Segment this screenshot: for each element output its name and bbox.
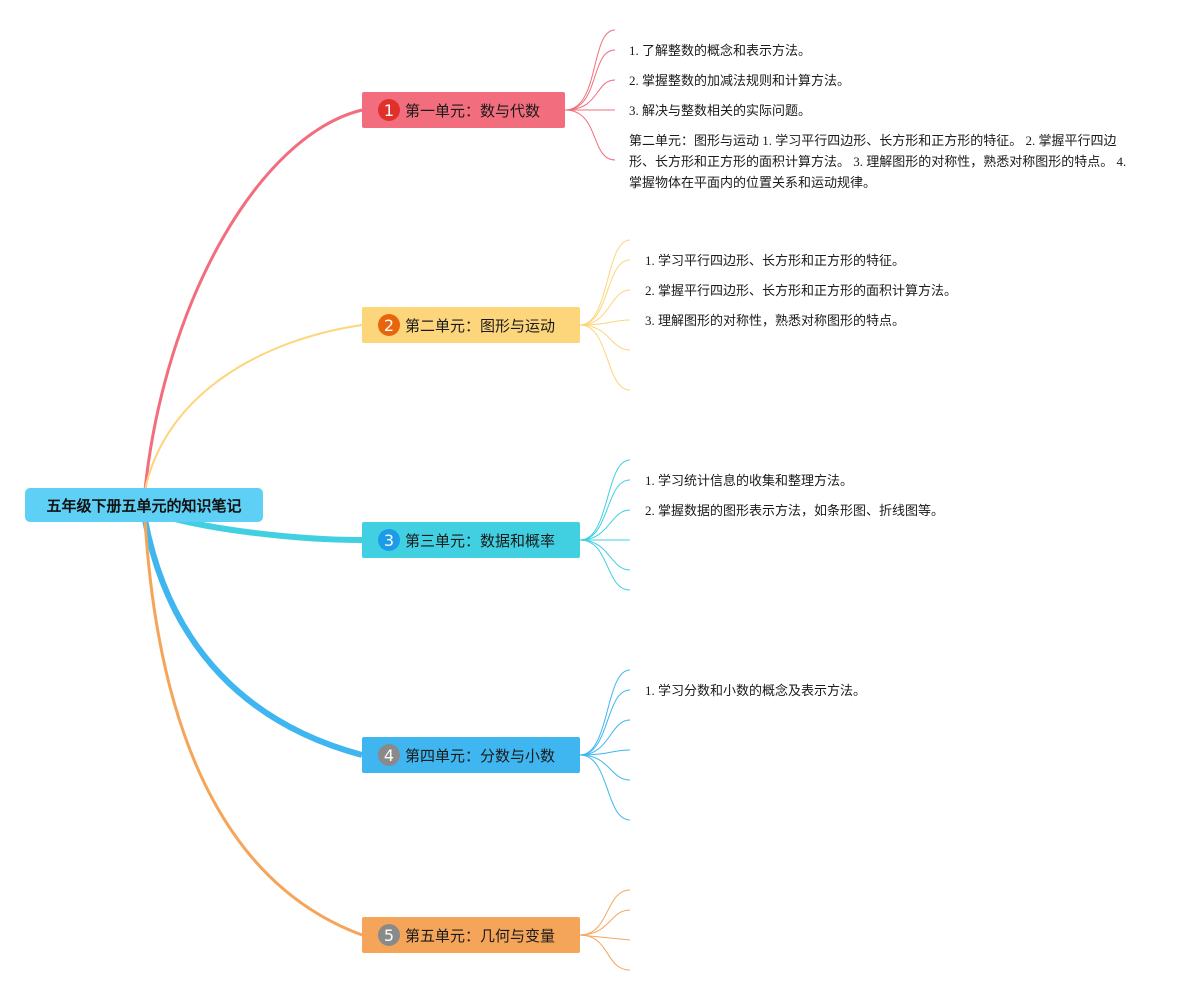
leaf-unit-1-item-3[interactable]: 3. 解决与整数相关的实际问题。 <box>629 103 812 118</box>
leaf-connectors-3 <box>579 459 631 591</box>
branch-unit-1[interactable]: 1 第一单元：数与代数 <box>362 92 565 128</box>
branch-unit-2[interactable]: 2 第二单元：图形与运动 <box>362 307 580 343</box>
root-topic-label: 五年级下册五单元的知识笔记 <box>46 496 242 515</box>
root-topic[interactable]: 五年级下册五单元的知识笔记 <box>25 488 263 522</box>
leaf-connectors-1 <box>564 29 616 161</box>
connector-branch-4 <box>142 519 363 758</box>
branch-unit-2-label: 第二单元：图形与运动 <box>405 316 556 335</box>
leaf-connectors-2 <box>579 239 631 391</box>
branch-unit-3-label: 第三单元：数据和概率 <box>405 531 556 550</box>
branch-unit-1-label: 第一单元：数与代数 <box>405 101 541 120</box>
connector-branch-2 <box>144 324 363 491</box>
priority-4-icon: 4 <box>378 744 400 766</box>
leaf-connectors-5 <box>579 889 631 971</box>
leaf-unit-2-item-1[interactable]: 1. 学习平行四边形、长方形和正方形的特征。 <box>645 253 906 268</box>
priority-3-icon: 3 <box>378 529 400 551</box>
leaf-unit-1-item-1[interactable]: 1. 了解整数的概念和表示方法。 <box>629 43 812 58</box>
priority-1-icon: 1 <box>378 99 400 121</box>
leaf-unit-2-item-3[interactable]: 3. 理解图形的对称性，熟悉对称图形的特点。 <box>645 313 906 328</box>
branch-unit-4[interactable]: 4 第四单元：分数与小数 <box>362 737 580 773</box>
connector-branch-5 <box>143 519 363 937</box>
leaf-unit-1-item-4[interactable]: 第二单元：图形与运动 1. 学习平行四边形、长方形和正方形的特征。 2. 掌握平… <box>629 133 1127 190</box>
branch-unit-5-label: 第五单元：几何与变量 <box>405 926 556 945</box>
branch-unit-5[interactable]: 5 第五单元：几何与变量 <box>362 917 580 953</box>
leaf-unit-3-item-2[interactable]: 2. 掌握数据的图形表示方法，如条形图、折线图等。 <box>645 503 945 518</box>
branch-unit-4-label: 第四单元：分数与小数 <box>405 746 556 765</box>
leaf-unit-3-item-1[interactable]: 1. 学习统计信息的收集和整理方法。 <box>645 473 854 488</box>
branch-unit-3[interactable]: 3 第三单元：数据和概率 <box>362 522 580 558</box>
leaf-unit-1-item-2[interactable]: 2. 掌握整数的加减法规则和计算方法。 <box>629 73 851 88</box>
leaf-unit-4-item-1[interactable]: 1. 学习分数和小数的概念及表示方法。 <box>645 683 867 698</box>
leaf-unit-2-item-2[interactable]: 2. 掌握平行四边形、长方形和正方形的面积计算方法。 <box>645 283 958 298</box>
connector-branch-1 <box>143 108 363 491</box>
leaf-connectors-4 <box>579 669 631 821</box>
priority-5-icon: 5 <box>378 924 400 946</box>
priority-2-icon: 2 <box>378 314 400 336</box>
